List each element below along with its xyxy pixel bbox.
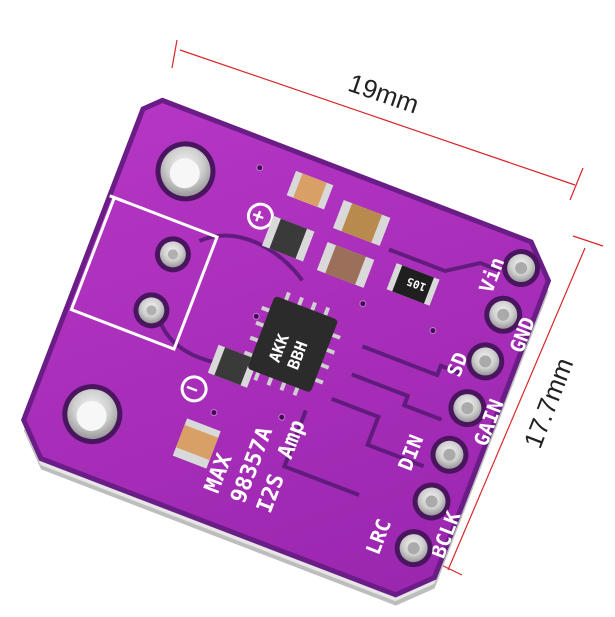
resistor: 105 — [386, 263, 440, 306]
smd-components: 105 — [172, 170, 440, 469]
mounting-hole-bottom — [62, 384, 123, 445]
vias — [210, 164, 437, 421]
minus-symbol — [180, 375, 208, 403]
height-label: 17.7mm — [518, 354, 580, 452]
mounting-hole-top — [155, 141, 216, 202]
plus-symbol — [246, 202, 274, 230]
width-label: 19mm — [345, 68, 423, 120]
pin-bclk: BCLK — [412, 482, 465, 561]
amplifier-chip: AKK BBH — [243, 291, 341, 396]
pcb-board: + − 105 — [20, 97, 552, 606]
